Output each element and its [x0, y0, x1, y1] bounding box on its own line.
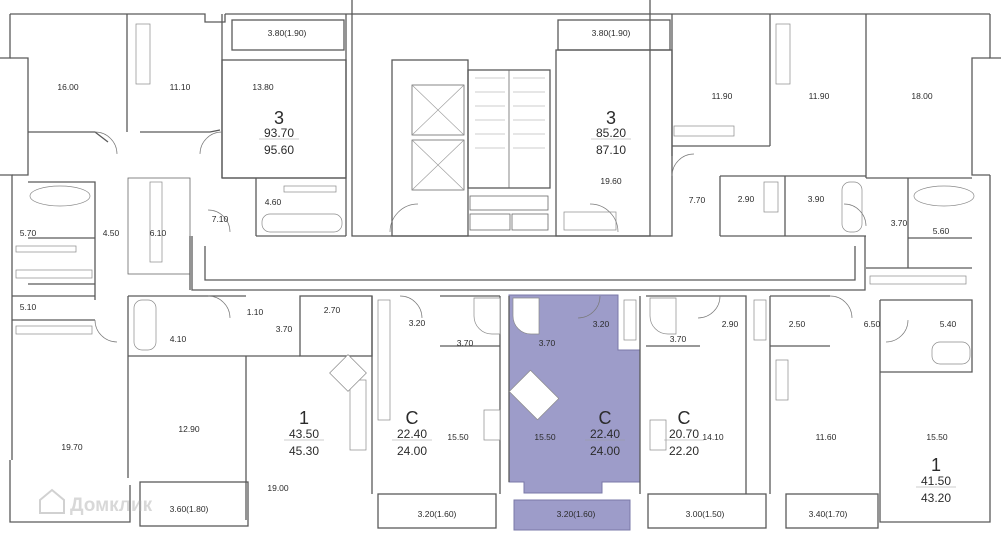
apartment-area: 93.70 [264, 126, 294, 140]
balconies [139, 19, 879, 529]
room-area-label: 6.10 [150, 228, 167, 238]
apartment-area: 43.50 [289, 427, 319, 441]
room-area-label: 15.50 [534, 432, 556, 442]
room-area-label: 18.00 [911, 91, 933, 101]
room-area-label: 2.50 [789, 319, 806, 329]
room-area-label: 5.10 [20, 302, 37, 312]
room-area-label: 4.10 [170, 334, 187, 344]
corridor [191, 236, 866, 291]
apartment-area: 22.40 [590, 427, 620, 441]
room-area-label: 3.20 [409, 318, 426, 328]
room-area-label: 13.80 [252, 82, 274, 92]
room-area-label: 3.90 [808, 194, 825, 204]
balcony-area-label: 3.60(1.80) [170, 504, 209, 514]
apartment-label[interactable]: 1 43.50 45.30 [284, 408, 324, 458]
room-area-label: 3.70 [539, 338, 556, 348]
apartment-type: 3 [606, 108, 616, 128]
room-area-label: 7.10 [212, 214, 229, 224]
apartment-total-area: 43.20 [921, 491, 951, 505]
apartment-label[interactable]: 3 85.20 87.10 [591, 108, 631, 157]
apartment-type: 3 [274, 108, 284, 128]
bottom-apartments-walls [12, 295, 973, 520]
house-logo-icon [39, 488, 65, 514]
apartment-3-left-walls [28, 14, 347, 300]
selected-apartment-highlight[interactable] [508, 294, 641, 531]
apartment-type: 1 [931, 455, 941, 475]
room-area-label: 1.10 [247, 307, 264, 317]
apartment-total-area: 87.10 [596, 143, 626, 157]
room-area-label: 11.10 [170, 82, 191, 92]
apartment-type: С [678, 408, 691, 428]
apartment-labels: 3 93.70 95.60 3 85.20 87.10 1 43.50 45.3… [259, 108, 956, 505]
apartment-area: 22.40 [397, 427, 427, 441]
room-area-label: 19.70 [61, 442, 83, 452]
apartment-total-area: 95.60 [264, 143, 294, 157]
apartment-total-area: 24.00 [397, 444, 427, 458]
room-area-label: 2.90 [738, 194, 755, 204]
room-area-label: 15.50 [926, 432, 948, 442]
room-area-label: 16.00 [57, 82, 79, 92]
apartment-area: 20.70 [669, 427, 699, 441]
balcony-area-label: 3.20(1.60) [557, 509, 596, 519]
apartment-3-right-walls [555, 14, 972, 269]
room-area-label: 5.60 [933, 226, 950, 236]
room-area-label: 6.50 [864, 319, 881, 329]
room-area-label: 3.70 [891, 218, 908, 228]
room-area-label: 5.70 [20, 228, 37, 238]
room-area-label: 19.60 [600, 176, 622, 186]
room-area-label: 3.20 [593, 319, 610, 329]
room-area-label: 3.70 [670, 334, 687, 344]
apartment-type: 1 [299, 408, 309, 428]
stair-elevator-core [351, 13, 651, 237]
balcony-area-label: 3.80(1.90) [592, 28, 631, 38]
apartment-label[interactable]: 1 41.50 43.20 [916, 455, 956, 505]
room-area-label: 11.60 [816, 432, 837, 442]
fixtures [15, 23, 975, 451]
apartment-total-area: 45.30 [289, 444, 319, 458]
balcony-area-label: 3.20(1.60) [418, 509, 457, 519]
apartment-total-area: 24.00 [590, 444, 620, 458]
apartment-type: С [406, 408, 419, 428]
room-area-label: 7.70 [689, 195, 706, 205]
room-area-label: 4.50 [103, 228, 120, 238]
apartment-label[interactable]: 3 93.70 95.60 [259, 108, 299, 157]
room-area-label: 12.90 [178, 424, 200, 434]
apartment-area: 41.50 [921, 474, 951, 488]
apartment-type: С [599, 408, 612, 428]
watermark-text: Домклик [70, 495, 153, 516]
apartment-area: 85.20 [596, 126, 626, 140]
room-area-label: 14.10 [702, 432, 724, 442]
balcony-area-label: 3.40(1.70) [809, 509, 848, 519]
balcony-area-label: 3.00(1.50) [686, 509, 725, 519]
room-area-label: 15.50 [447, 432, 469, 442]
watermark: Домклик [39, 488, 153, 516]
apartment-label[interactable]: С 20.70 22.20 [664, 408, 704, 458]
room-area-label: 11.90 [712, 91, 733, 101]
outer-walls [0, 0, 1001, 523]
room-area-label: 3.70 [457, 338, 474, 348]
doors [94, 131, 909, 343]
apartment-label[interactable]: С 22.40 24.00 [392, 408, 432, 458]
room-area-label: 3.70 [276, 324, 293, 334]
apartment-label-selected[interactable]: С 22.40 24.00 [585, 408, 625, 458]
room-labels: 16.00 11.10 3.80(1.90) 13.80 4.60 7.10 6… [20, 28, 957, 519]
room-area-label: 2.90 [722, 319, 739, 329]
room-area-label: 19.00 [267, 483, 289, 493]
room-area-label: 11.90 [809, 91, 830, 101]
room-area-label: 2.70 [324, 305, 341, 315]
room-area-label: 5.40 [940, 319, 957, 329]
room-area-label: 4.60 [265, 197, 282, 207]
apartment-total-area: 22.20 [669, 444, 699, 458]
balcony-area-label: 3.80(1.90) [268, 28, 307, 38]
